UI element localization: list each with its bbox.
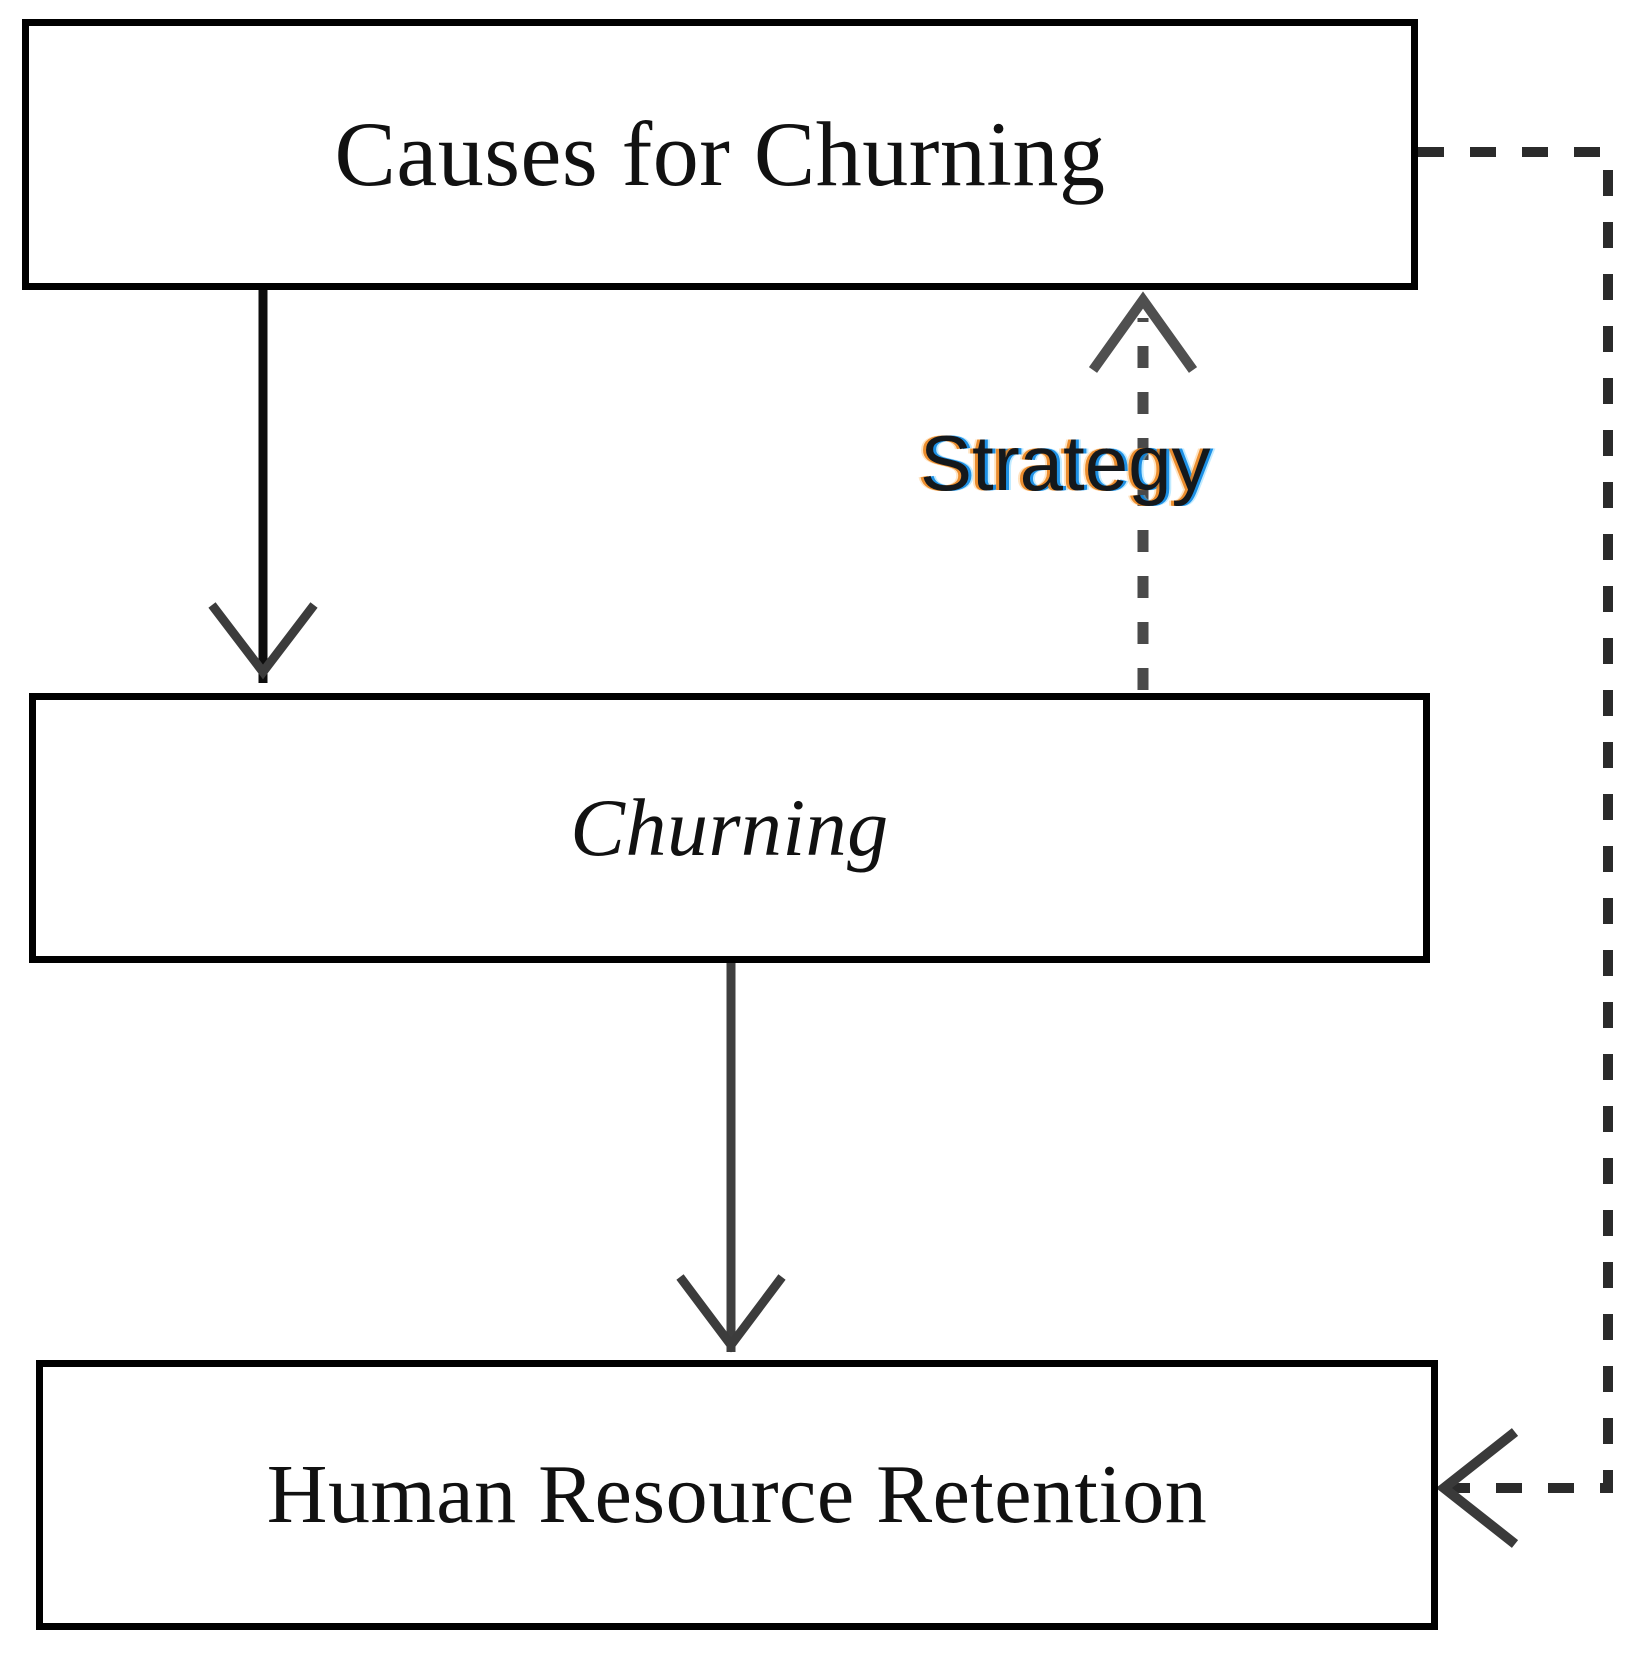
- edge-churning-to-retention: [676, 963, 786, 1353]
- node-churning-label: Churning: [570, 782, 889, 874]
- node-human-resource-retention[interactable]: Human Resource Retention: [36, 1360, 1438, 1630]
- arrowhead-down-causes-churning: [208, 602, 318, 680]
- node-churning[interactable]: Churning: [29, 693, 1430, 963]
- node-causes-for-churning-label: Causes for Churning: [334, 102, 1106, 205]
- edge-causes-to-churning: [208, 290, 318, 683]
- arrowhead-up-strategy: [1088, 291, 1198, 373]
- node-human-resource-retention-label: Human Resource Retention: [266, 1447, 1208, 1541]
- edge-label-strategy: Strategy: [920, 419, 1211, 507]
- arrowhead-left-feedback: [1435, 1428, 1519, 1548]
- edge-causes-to-retention-feedback: [1418, 147, 1613, 1548]
- node-causes-for-churning[interactable]: Causes for Churning: [22, 19, 1418, 290]
- arrowhead-down-churning-retention: [676, 1274, 786, 1353]
